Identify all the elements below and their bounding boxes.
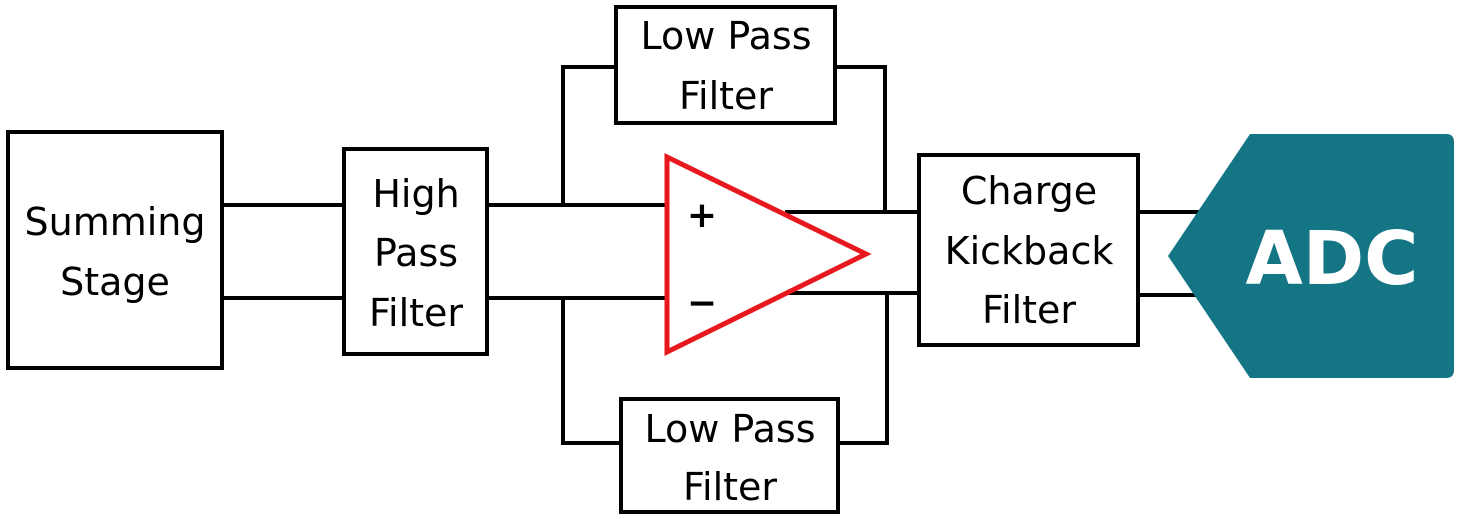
low-pass-filter-bottom-label-line2: Filter bbox=[683, 465, 777, 509]
op-amp-plus-sign: + bbox=[687, 195, 717, 236]
op-amp-triangle-icon: + − bbox=[664, 153, 872, 357]
low-pass-filter-bottom-label-line1: Low Pass bbox=[645, 407, 816, 451]
wire-bottom-feedback-left bbox=[561, 296, 623, 445]
charge-kickback-filter-label-line2: Kickback bbox=[945, 229, 1114, 273]
adc-shape bbox=[1168, 134, 1454, 378]
high-pass-filter-block: High Pass Filter bbox=[342, 147, 489, 356]
high-pass-filter-label-line3: Filter bbox=[369, 291, 463, 335]
low-pass-filter-bottom-block: Low Pass Filter bbox=[619, 397, 840, 514]
op-amp-minus-sign: − bbox=[687, 283, 717, 324]
charge-kickback-filter-label-line3: Filter bbox=[982, 288, 1076, 332]
summing-stage-label-line2: Stage bbox=[60, 260, 170, 304]
adc-label: ADC bbox=[1245, 216, 1418, 302]
wire-top-feedback-right bbox=[833, 65, 887, 214]
summing-stage-label-line1: Summing bbox=[24, 200, 205, 244]
low-pass-filter-top-label-line1: Low Pass bbox=[641, 14, 812, 58]
wire-top-feedback-left bbox=[561, 65, 618, 207]
wires bbox=[220, 65, 1207, 445]
low-pass-filter-top-label-line2: Filter bbox=[679, 74, 773, 118]
low-pass-filter-top-block: Low Pass Filter bbox=[614, 5, 837, 125]
high-pass-filter-label-line1: High bbox=[372, 172, 459, 216]
charge-kickback-filter-block: Charge Kickback Filter bbox=[917, 153, 1140, 347]
wire-bottom-feedback-right bbox=[836, 291, 889, 445]
high-pass-filter-label-line2: Pass bbox=[374, 231, 458, 275]
op-amp-outline bbox=[664, 153, 872, 357]
adc-block: ADC bbox=[1168, 134, 1454, 378]
charge-kickback-filter-label-line1: Charge bbox=[961, 169, 1097, 213]
summing-stage-block: Summing Stage bbox=[6, 130, 224, 370]
